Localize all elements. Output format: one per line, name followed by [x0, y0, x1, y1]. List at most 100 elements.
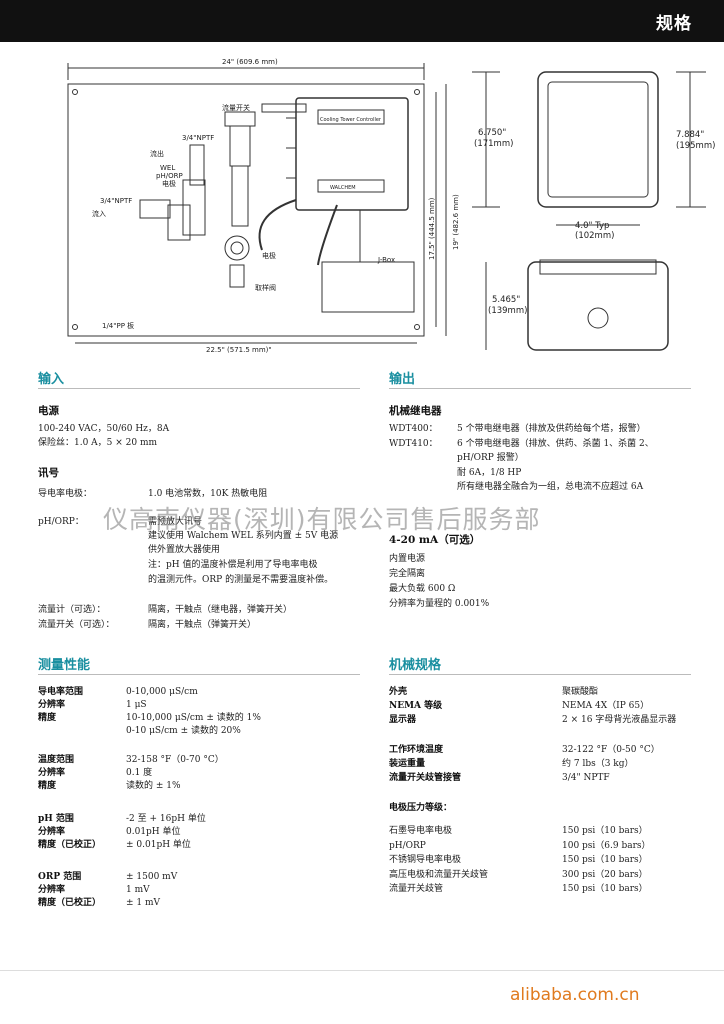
footer-rule	[0, 970, 724, 971]
flowmeter-label: 流量计（可选）：	[38, 605, 106, 615]
mech-label: 装运重量	[389, 759, 426, 769]
pp-board-label: 1/4"PP 板	[102, 321, 134, 330]
controller-title: Cooling Tower Controller	[320, 117, 382, 123]
measure-label: 精度（已校正）	[38, 840, 102, 850]
wdt400-label: WDT400：	[389, 424, 438, 434]
mounting-panel	[67, 83, 425, 337]
mech-label: 石墨导电率电极	[389, 826, 453, 836]
phorp-line-5: 的温测元件。ORP 的测量是不需要温度补偿。	[148, 575, 334, 585]
wdt410-label: WDT410：	[389, 439, 438, 449]
measure-label: 分辨率	[38, 768, 66, 778]
controller-display	[317, 109, 385, 125]
phorp-label: pH/ORP：	[38, 517, 84, 527]
flow-switch-label: 流量开关	[222, 103, 250, 112]
inflow-label: 流入	[92, 209, 106, 218]
width-bottom-label: 22.5" (571.5 mm)"	[206, 346, 272, 354]
ma-line-1: 内置电源	[389, 554, 426, 564]
power-line-2: 保险丝：1.0 A，5 × 20 mm	[38, 438, 158, 448]
flowswitch-label: 流量开关（可选）：	[38, 620, 115, 630]
cond-value: 1.0 电池常数，10K 热敏电阻	[148, 489, 268, 499]
measure-label: 精度	[38, 713, 57, 723]
measure-label: 导电率范围	[38, 687, 84, 697]
wdt410-line-2: pH/ORP 报警）	[457, 453, 524, 463]
dim-b2: (195mm)	[676, 141, 715, 151]
dim-a2: (171mm)	[474, 139, 513, 149]
measure-value: ± 1 mV	[126, 898, 161, 908]
mech-label: 不锈钢导电率电极	[389, 855, 462, 865]
flowmeter-value: 隔离，干触点（继电器，弹簧开关）	[148, 605, 293, 615]
mech-label: 外壳	[389, 687, 408, 697]
measure-label: pH 范围	[38, 814, 74, 824]
mech-value: 300 psi（20 bars）	[562, 869, 648, 880]
measure-value: 10-10,000 μS/cm ± 读数的 1%	[126, 713, 261, 723]
dim-d2: (139mm)	[488, 306, 527, 316]
mech-value: 150 psi（10 bars）	[562, 826, 648, 836]
mech-value: 150 psi（10 bars）	[562, 884, 648, 894]
junction-box	[321, 261, 415, 313]
measure-rule	[38, 674, 360, 675]
mech-rule	[389, 674, 691, 675]
height-outer-label: 19" (482.6 mm)	[452, 194, 460, 250]
wdt410-line-1: 6 个带电继电器（排放、供药、杀菌 1、杀菌 2、	[457, 439, 654, 449]
sampling-valve-label: 取样阀	[255, 283, 276, 292]
dim-d1: 5.465"	[492, 295, 520, 305]
dim-c1: 4.0" Typ	[575, 221, 609, 231]
measure-value: 1 μS	[126, 700, 147, 710]
phorp-line-2: 建议使用 Walchem WEL 系列内置 ± 5V 电源	[148, 531, 339, 541]
height-inner-label: 17.5" (444.5 mm)	[428, 197, 436, 260]
mech-label: 高压电极和流量开关歧管	[389, 869, 489, 880]
mech-value: NEMA 4X（IP 65）	[562, 701, 650, 711]
measure-label: 温度范围	[38, 755, 75, 765]
npt-top-label: 3/4"NPTF	[182, 134, 214, 142]
wdt400-value: 5 个带电继电器（排放及供药给每个塔，报警）	[457, 424, 646, 434]
outflow-label: 流出	[150, 149, 164, 158]
measure-label: 分辨率	[38, 885, 66, 895]
dim-b1: 7.884"	[676, 130, 704, 140]
mech-label: 流量开关歧管接管	[389, 773, 462, 783]
input-heading: 输入	[38, 372, 65, 387]
mech-label: pH/ORP	[389, 840, 426, 851]
measure-value: 读数的 ± 1%	[126, 781, 181, 791]
width-top-label: 24" (609.6 mm)	[222, 58, 278, 66]
measure-value: 1 mV	[126, 885, 150, 895]
mech-value: 2 × 16 字母背光液晶显示器	[562, 715, 677, 725]
footer-brand: alibaba.com.cn	[510, 985, 640, 1005]
measure-value: 0.1 度	[126, 768, 153, 778]
measure-label: 精度	[38, 781, 57, 791]
measure-label: 分辨率	[38, 700, 66, 710]
phorp-line-1: 需预放大讯号	[148, 517, 203, 527]
pressure-title: 电极压力等级：	[389, 803, 453, 813]
header-bar: 规格	[0, 0, 724, 42]
npt-left-label: 3/4"NPTF	[100, 197, 132, 205]
measure-value: 0-10 μS/cm ± 读数的 20%	[126, 726, 241, 736]
cond-label: 导电率电极：	[38, 489, 93, 499]
dim-c2: (102mm)	[575, 231, 614, 241]
wel-label: WEL	[160, 164, 175, 172]
enclosure-front-view	[537, 71, 659, 208]
electrode-small-label: 电极	[162, 179, 176, 188]
mech-value: 100 psi（6.9 bars）	[562, 840, 651, 851]
mech-label: 工作环境温度	[389, 745, 444, 755]
measure-label: 精度（已校正）	[38, 898, 102, 908]
mech-label: NEMA 等级	[389, 701, 443, 711]
measure-label: 分辨率	[38, 827, 66, 837]
relay-title: 机械继电器	[389, 405, 442, 417]
phorp-label: pH/ORP	[156, 172, 183, 180]
mech-value: 150 psi（10 bars）	[562, 855, 648, 865]
mech-heading: 机械规格	[389, 658, 442, 673]
measure-heading: 测量性能	[38, 658, 91, 673]
measure-value: ± 0.01pH 单位	[126, 840, 191, 850]
measure-value: -2 至 + 16pH 单位	[126, 814, 206, 824]
output-heading: 输出	[389, 372, 416, 387]
input-rule	[38, 388, 360, 389]
flow-switch-body	[224, 111, 256, 127]
ma-title: 4-20 mA（可选）	[389, 534, 481, 546]
jbox-label: J-Box	[377, 256, 395, 264]
flowswitch-value: 隔离，干触点（弹簧开关）	[148, 620, 257, 630]
electrode-label: 电极	[262, 251, 276, 260]
measure-value: 32-158 °F（0-70 °C）	[126, 755, 224, 765]
dim-a1: 6.750"	[478, 128, 506, 138]
electrode-housing	[224, 235, 250, 261]
enclosure-side-view	[527, 261, 669, 351]
ma-line-2: 完全隔离	[389, 569, 426, 579]
